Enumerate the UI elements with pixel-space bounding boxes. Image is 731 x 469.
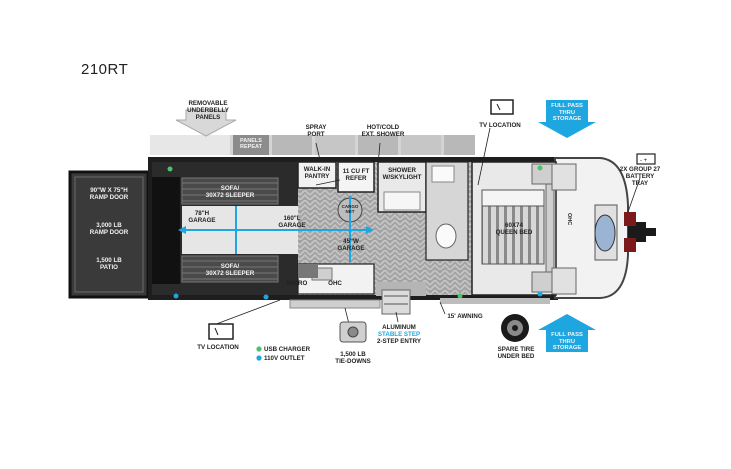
ext-shower-label: HOT/COLD EXT. SHOWER xyxy=(361,124,405,139)
ramp-door-size-label: 90"W x 75"H RAMP DOOR xyxy=(89,187,129,202)
tv-location-top-label: TV LOCATION xyxy=(479,122,521,129)
tv-icon xyxy=(490,99,514,115)
spray-port-label: SPRAY PORT xyxy=(305,124,327,139)
entry-steps xyxy=(381,289,411,315)
front-logo-mark xyxy=(594,214,616,252)
queen-bed-label: 60x74 QUEEN BED xyxy=(495,222,533,237)
ramp-door xyxy=(68,170,150,299)
toilet xyxy=(435,223,457,249)
panels-repeat-label: PANELS REPEAT xyxy=(240,138,262,151)
outlet-110v-label: 110V OUTLET xyxy=(264,355,305,362)
battery-icon: - + xyxy=(636,153,656,165)
step-aluminum-label: ALUMINUM xyxy=(382,324,416,331)
full-pass-bottom-label: FULL PASS THRU STORAGE xyxy=(551,332,583,352)
sofa-bottom xyxy=(181,255,279,283)
model-name: 210RT xyxy=(81,61,129,78)
tv-location-bottom-label: TV LOCATION xyxy=(197,344,239,351)
ohc-kitchen-label: OHC xyxy=(328,280,342,287)
spare-tire-label: SPARE TIRE UNDER BED xyxy=(497,346,535,361)
usb-charger-label: USB CHARGER xyxy=(264,346,311,353)
full-pass-top-label: FULL PASS THRU STORAGE xyxy=(551,103,583,123)
svg-text:- +: - + xyxy=(640,158,648,164)
garage-length-label: 160"L GARAGE xyxy=(278,215,306,230)
walk-in-pantry xyxy=(297,161,337,189)
battery-tray-label: 2X GROUP 27 BATTERY TRAY xyxy=(619,166,661,188)
step-entry-label: 2-STEP ENTRY xyxy=(376,338,421,345)
tie-down-icon xyxy=(339,321,367,343)
down-arrow-icon xyxy=(538,100,596,138)
micro-label: MICRO xyxy=(286,280,308,287)
patio-label: 1,500 LB PATIO xyxy=(96,257,122,272)
walk-in-pantry-label: WALK-IN PANTRY xyxy=(303,166,331,181)
sofa-top-label: SOFA/ 30x72 SLEEPER xyxy=(205,185,255,200)
sofa-top xyxy=(181,177,279,205)
refer-label: 11 CU FT REFER xyxy=(342,168,370,183)
up-arrow-icon xyxy=(538,314,596,352)
ramp-door-capacity-label: 3,000 LB RAMP DOOR xyxy=(89,222,129,237)
hitch-icon xyxy=(628,222,646,242)
garage-width-label: 45"W GARAGE xyxy=(337,238,365,253)
tie-downs-label: 1,500 LB TIE-DOWNS xyxy=(335,351,371,366)
down-arrow-icon xyxy=(175,109,237,137)
awning-label: 15' AWNING xyxy=(447,313,483,320)
shower-label: SHOWER w/SKYLIGHT xyxy=(382,167,422,182)
sink xyxy=(431,165,455,183)
tv-icon xyxy=(208,323,234,340)
cargo-net-label: CARGO NET xyxy=(341,204,359,215)
removable-panels-label: REMOVABLE UNDERBELLY PANELS xyxy=(187,100,229,122)
sofa-bottom-label: SOFA/ 30x72 SLEEPER xyxy=(205,263,255,278)
ohc-front-label: OHC xyxy=(566,213,573,226)
garage-height-label: 78"H GARAGE xyxy=(188,210,216,225)
step-stable-label: STABLE STEP xyxy=(377,331,421,338)
tire-icon xyxy=(501,314,529,342)
refrigerator xyxy=(337,161,375,193)
